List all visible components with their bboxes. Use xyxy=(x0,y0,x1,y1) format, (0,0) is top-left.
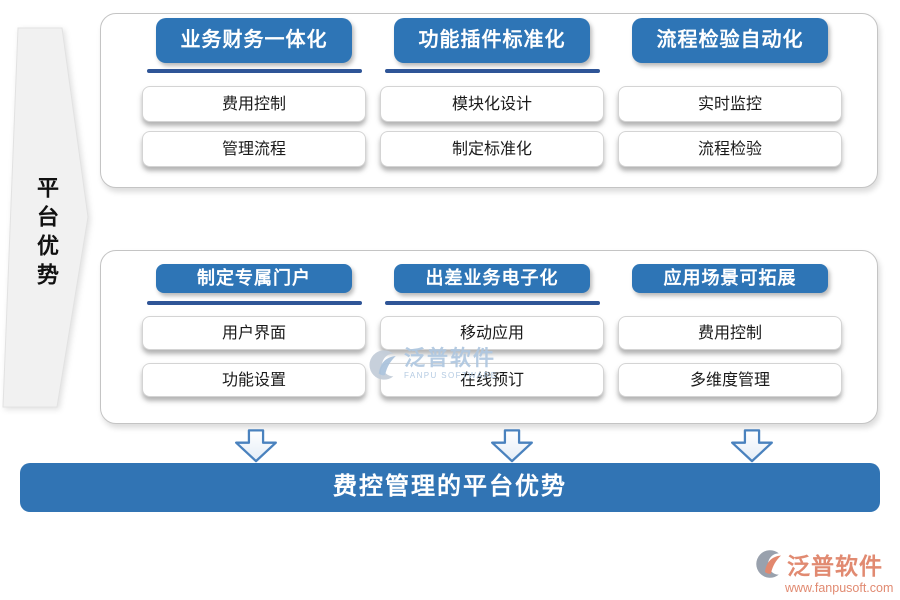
fanpu-logo-mark-icon xyxy=(756,550,781,578)
fanpu-logo: 泛普软件 www.fanpusoft.com xyxy=(753,547,899,595)
header-underline xyxy=(384,69,600,73)
advantage-header: 制定专属门户 xyxy=(156,264,352,293)
down-arrow-icon xyxy=(491,429,533,463)
down-arrow-icon xyxy=(731,429,773,463)
advantage-panel-bottom: 制定专属门户 用户界面 功能设置 出差业务电子化 移动应用 在线预订 应用场景可… xyxy=(100,250,878,424)
feature-item: 流程检验 xyxy=(618,131,842,167)
feature-item: 模块化设计 xyxy=(380,86,604,122)
feature-item: 实时监控 xyxy=(618,86,842,122)
feature-item: 用户界面 xyxy=(142,316,366,350)
advantage-panel-top: 业务财务一体化 费用控制 管理流程 功能插件标准化 模块化设计 制定标准化 流程… xyxy=(100,13,878,188)
summary-banner: 费控管理的平台优势 xyxy=(20,463,880,512)
feature-item: 管理流程 xyxy=(142,131,366,167)
feature-item: 制定标准化 xyxy=(380,131,604,167)
header-underline xyxy=(146,301,362,305)
advantage-column: 应用场景可拓展 费用控制 多维度管理 xyxy=(618,251,842,423)
feature-item: 移动应用 xyxy=(380,316,604,350)
advantage-header: 流程检验自动化 xyxy=(632,18,828,63)
advantage-header: 功能插件标准化 xyxy=(394,18,590,63)
side-banner-shape xyxy=(2,27,89,408)
fanpu-logo-url: www.fanpusoft.com xyxy=(785,581,894,595)
feature-item: 费用控制 xyxy=(618,316,842,350)
down-arrow-icon xyxy=(235,429,277,463)
header-underline xyxy=(146,69,362,73)
advantage-column: 流程检验自动化 实时监控 流程检验 xyxy=(618,14,842,187)
advantage-column: 业务财务一体化 费用控制 管理流程 xyxy=(142,14,366,187)
feature-item: 费用控制 xyxy=(142,86,366,122)
header-underline xyxy=(384,301,600,305)
advantage-header: 出差业务电子化 xyxy=(394,264,590,293)
feature-item: 在线预订 xyxy=(380,363,604,397)
feature-item: 功能设置 xyxy=(142,363,366,397)
advantage-column: 出差业务电子化 移动应用 在线预订 xyxy=(380,251,604,423)
advantage-header: 业务财务一体化 xyxy=(156,18,352,63)
fanpu-logo-row: 泛普软件 xyxy=(753,547,899,581)
fanpu-logo-name: 泛普软件 xyxy=(787,554,883,579)
advantage-column: 制定专属门户 用户界面 功能设置 xyxy=(142,251,366,423)
feature-item: 多维度管理 xyxy=(618,363,842,397)
advantage-column: 功能插件标准化 模块化设计 制定标准化 xyxy=(380,14,604,187)
advantage-header: 应用场景可拓展 xyxy=(632,264,828,293)
side-banner-label: 平台优势 xyxy=(34,176,59,292)
